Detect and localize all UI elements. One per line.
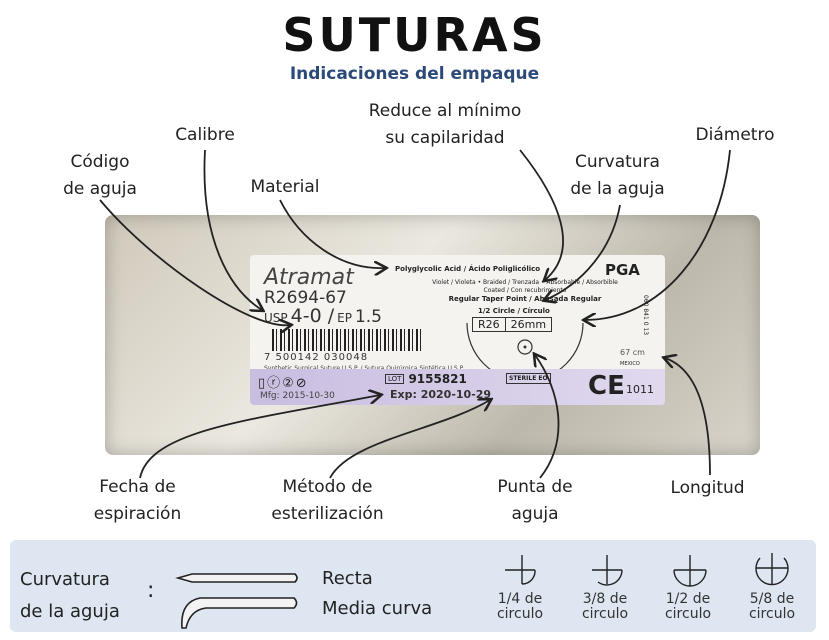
callout-text: Punta de <box>497 477 573 497</box>
straight-needle-icon <box>175 573 298 583</box>
material-abbr: PGA <box>605 261 640 279</box>
gauge: USP 4-0 / EP 1.5 <box>264 305 382 327</box>
callout-text: aguja <box>511 504 559 524</box>
length: 67 cm <box>620 348 645 357</box>
callout-text: Reduce al mínimo <box>368 101 522 121</box>
legend-panel: Curvatura de la aguja : Recta Media curv… <box>10 540 816 632</box>
callout-curvatura: Curvatura de la aguja <box>555 149 680 203</box>
circle-label: 1/2 de <box>665 591 711 607</box>
lot-label: LOT <box>385 374 405 384</box>
callout-metodo: Método de esterilización <box>250 474 405 528</box>
callout-text: Curvatura <box>575 152 660 172</box>
three-eighths-circle-icon <box>592 555 623 586</box>
description: Violet / Violeta • Braided / Trenzada • … <box>390 279 660 303</box>
callout-text: de la aguja <box>570 179 665 199</box>
side-code: 060 841 0 13 <box>642 295 649 336</box>
arrow-longitud <box>665 358 711 476</box>
callout-text: de aguja <box>63 179 137 199</box>
needle-box: R26 26mm <box>472 317 553 332</box>
needle-code: R26 <box>473 318 506 331</box>
exp-date: Exp: 2020-10-29 <box>390 388 492 401</box>
curved-needle-icon <box>181 597 298 629</box>
symbol-icons: ▯ⓡ②⊘ <box>258 376 309 391</box>
needle-size: 26mm <box>510 318 547 331</box>
callout-punta: Punta de aguja <box>480 474 590 528</box>
circle-label: 3/8 de <box>582 591 628 607</box>
ce-number: 1011 <box>626 383 654 396</box>
ce-mark: CE <box>588 371 625 401</box>
needle-shapes <box>175 553 789 629</box>
purple-band: ▯ⓡ②⊘ Mfg: 2015-10-30 LOT 9155821 Exp: 20… <box>250 369 665 405</box>
product-code: R2694-67 <box>264 288 347 308</box>
desc-line: Violet / Violeta • Braided / Trenzada • … <box>432 279 618 286</box>
quarter-circle-icon <box>505 555 536 585</box>
callout-text: Fecha de <box>99 477 176 497</box>
page-title: SUTURAS <box>282 8 547 62</box>
circle-label: 5/8 de <box>749 591 795 607</box>
desc-line: Coated / Con recubrimiento <box>483 287 567 294</box>
arrow-metodo <box>329 400 490 479</box>
legend-label: Curvatura de la aguja <box>20 564 120 628</box>
circle-label: 1/4 de <box>497 591 543 607</box>
arrow-calibre <box>203 149 262 310</box>
legend-colon: : <box>147 578 155 603</box>
mfg-date: Mfg: 2015-10-30 <box>260 391 335 401</box>
taper-point-dot <box>523 345 527 349</box>
barcode <box>272 329 422 351</box>
ep-value: 1.5 <box>354 307 382 327</box>
desc-line: Regular Taper Point / Ahusada Regular <box>448 295 602 303</box>
lot-number: 9155821 <box>408 372 467 386</box>
arrow-curvatura <box>545 204 621 300</box>
type-half-curve: Media curva <box>322 598 433 619</box>
callout-calibre: Calibre <box>175 125 235 145</box>
sterile-badge: STERILE EO <box>506 373 551 384</box>
callout-fecha: Fecha de espiración <box>75 474 200 528</box>
callout-capilaridad: Reduce al mínimo su capilaridad <box>335 98 555 152</box>
five-eighths-circle-icon <box>755 553 789 586</box>
taper-point-icon <box>517 339 533 355</box>
arrow-fecha <box>139 395 380 479</box>
arrow-capilaridad <box>519 149 564 280</box>
package-label: Atramat R2694-67 USP 4-0 / EP 1.5 7 5001… <box>250 255 665 405</box>
page-subtitle: Indicaciones del empaque <box>289 64 540 84</box>
callout-text: esterilización <box>271 504 384 524</box>
circle-label: circulo <box>496 606 544 622</box>
circle-label: circulo <box>664 606 712 622</box>
callout-longitud: Longitud <box>670 478 745 498</box>
barcode-number: 7 500142 030048 <box>264 352 369 363</box>
callout-text: su capilaridad <box>385 128 505 148</box>
ep-prefix: EP <box>337 311 352 325</box>
circle-label: circulo <box>581 606 629 622</box>
callout-text: espiración <box>93 504 182 524</box>
callout-diametro: Diámetro <box>695 125 775 145</box>
legend-label-text: Curvatura <box>20 569 110 590</box>
arrow-punta <box>535 355 560 479</box>
callout-codigo: Código de aguja <box>50 149 150 203</box>
lot: LOT 9155821 <box>385 372 467 386</box>
usp-value: 4-0 / <box>290 305 335 327</box>
legend-label-text: de la aguja <box>20 601 120 622</box>
callout-text: Código <box>70 152 130 172</box>
callout-material: Material <box>250 177 320 197</box>
type-straight: Recta <box>322 568 373 589</box>
half-circle-icon <box>673 555 707 587</box>
material-text: Polyglycolic Acid / Ácido Poliglicólico <box>395 265 541 273</box>
origin: MEXICO <box>620 361 640 367</box>
arrow-diametro <box>585 149 731 320</box>
synthetic-text: Synthetic Surgical Suture U.S.P. / Sutur… <box>264 365 464 372</box>
arrow-codigo <box>99 199 290 325</box>
arrow-material <box>279 199 385 268</box>
circle-label: circulo <box>748 606 796 622</box>
circle-text: 1/2 Circle / Círculo <box>478 307 550 315</box>
brand-logo: Atramat <box>264 265 354 290</box>
callout-text: Método de <box>282 477 373 497</box>
